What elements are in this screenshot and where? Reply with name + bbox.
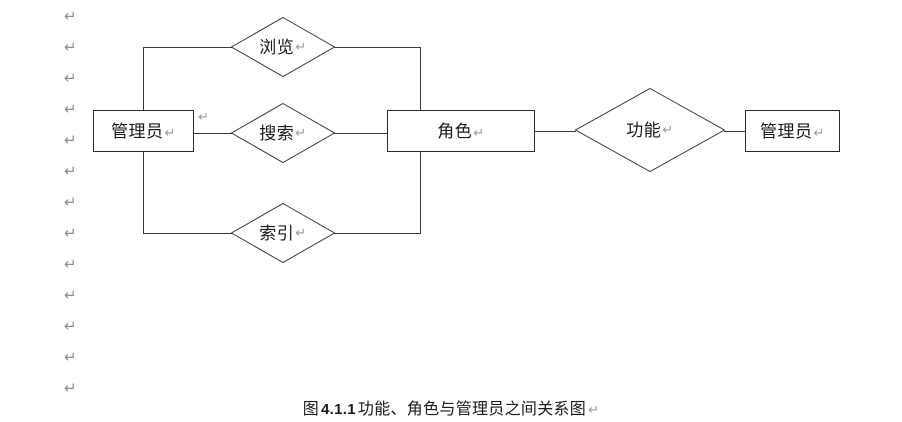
connector-role-to-function — [535, 131, 576, 132]
connector-search-left-lead — [194, 133, 232, 134]
relationship-cr-mark: ↵ — [662, 122, 674, 138]
diamond-shape — [230, 202, 336, 264]
diamond-shape — [574, 87, 726, 173]
paragraph-mark: ↵ — [64, 286, 77, 304]
paragraph-mark: ↵ — [64, 317, 77, 335]
caption-cr-mark: ↵ — [588, 403, 600, 418]
relationship-label-browse: 浏览↵ — [259, 37, 307, 57]
entity-cr-mark: ↵ — [473, 125, 485, 141]
connector-search-right-lead — [334, 133, 388, 134]
connector-left-box-bottom-stub — [143, 152, 144, 234]
relationship-label-function: 功能↵ — [626, 120, 674, 140]
paragraph-marks-column: ↵ ↵ ↵ ↵ ↵ ↵ ↵ ↵ ↵ ↵ ↵ ↵ ↵ — [64, 0, 88, 422]
paragraph-mark: ↵ — [64, 255, 77, 273]
paragraph-mark: ↵ — [64, 131, 77, 149]
paragraph-mark: ↵ — [64, 348, 77, 366]
paragraph-mark: ↵ — [64, 69, 77, 87]
paragraph-mark: ↵ — [64, 38, 77, 56]
paragraph-mark: ↵ — [64, 100, 77, 118]
paragraph-mark: ↵ — [64, 379, 77, 397]
entity-label-admin-left: 管理员↵ — [111, 121, 176, 141]
stray-carriage-return-mark: ↵ — [198, 110, 209, 125]
relationship-diamond-search[interactable]: 搜索↵ — [230, 102, 336, 164]
relationship-cr-mark: ↵ — [295, 225, 307, 241]
relationship-cr-mark: ↵ — [295, 125, 307, 141]
entity-box-role[interactable]: 角色↵ — [387, 110, 535, 152]
caption-text: 功能、角色与管理员之间关系图 — [357, 401, 587, 418]
connector-index-right-lead — [334, 233, 421, 234]
relationship-diamond-index[interactable]: 索引↵ — [230, 202, 336, 264]
relationship-label-search: 搜索↵ — [259, 123, 307, 143]
diamond-shape — [230, 16, 336, 78]
connector-browse-left-lead — [143, 47, 232, 48]
connector-left-box-top-stub — [143, 47, 144, 110]
entity-box-admin-right[interactable]: 管理员↵ — [745, 110, 840, 152]
connector-index-left-lead — [143, 233, 232, 234]
relationship-diamond-function[interactable]: 功能↵ — [574, 87, 726, 173]
diamond-shape — [230, 102, 336, 164]
paragraph-mark: ↵ — [64, 193, 77, 211]
caption-number: 4.1.1 — [321, 401, 356, 418]
relationship-label-index: 索引↵ — [259, 223, 307, 243]
connector-function-to-admin — [724, 131, 746, 132]
entity-box-admin-left[interactable]: 管理员↵ — [93, 110, 194, 152]
caption-prefix: 图 — [302, 401, 320, 418]
connector-browse-right-lead — [334, 47, 421, 48]
relationship-cr-mark: ↵ — [295, 39, 307, 55]
entity-cr-mark: ↵ — [164, 125, 176, 141]
paragraph-mark: ↵ — [64, 7, 77, 25]
connector-index-up-to-role — [420, 152, 421, 234]
relationship-diamond-browse[interactable]: 浏览↵ — [230, 16, 336, 78]
paragraph-mark: ↵ — [64, 224, 77, 242]
entity-label-admin-right: 管理员↵ — [760, 121, 825, 141]
entity-cr-mark: ↵ — [813, 125, 825, 141]
paragraph-mark: ↵ — [64, 162, 77, 180]
connector-browse-down-to-role — [420, 47, 421, 110]
entity-label-role: 角色↵ — [437, 121, 485, 141]
